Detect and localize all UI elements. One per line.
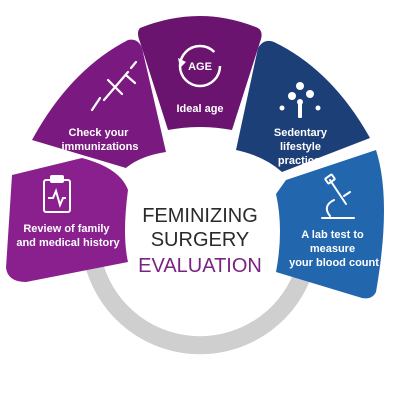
segment-lab-line-3: your blood count xyxy=(289,257,379,269)
segment-lab-line-2: measure xyxy=(310,243,355,255)
center-line-1: FEMINIZING xyxy=(142,205,258,227)
segment-lab-shape xyxy=(276,150,384,299)
segment-history-line-2: and medical history xyxy=(16,237,120,249)
segment-age-label: Ideal age xyxy=(176,103,223,115)
center-line-3: EVALUATION xyxy=(138,255,262,277)
segment-history-label: Review of family and medical history xyxy=(16,223,120,249)
center-line-2: SURGERY xyxy=(151,229,250,251)
segment-lifestyle-line-1: Sedentary xyxy=(274,127,328,139)
segment-age-shape xyxy=(138,16,262,130)
center-title: FEMINIZING SURGERY EVALUATION xyxy=(138,205,262,277)
syringe-icon xyxy=(90,60,138,112)
segment-history-shape xyxy=(6,158,128,282)
segment-lifestyle: Sedentary lifestyle practices xyxy=(236,40,370,172)
age-badge-text: AGE xyxy=(188,61,212,73)
segment-lifestyle-shape xyxy=(236,40,370,172)
segment-lifestyle-label: Sedentary lifestyle practices xyxy=(274,127,330,167)
segment-lab-line-1: A lab test to xyxy=(301,229,364,241)
segment-history: Review of family and medical history xyxy=(6,158,128,282)
refresh-icon: AGE xyxy=(178,44,222,88)
segment-immunizations-line-1: Check your xyxy=(69,127,130,139)
segment-lab: A lab test to measure your blood count xyxy=(276,150,384,299)
microscope-icon xyxy=(321,173,355,219)
segment-lifestyle-line-3: practices xyxy=(278,155,326,167)
segment-immunizations-line-2: immunizations xyxy=(61,141,138,153)
tree-people-icon xyxy=(279,82,321,118)
segment-lifestyle-line-2: lifestyle xyxy=(280,141,321,153)
gray-bottom-arc xyxy=(86,259,314,355)
segment-history-line-1: Review of family xyxy=(23,223,110,235)
segment-immunizations: Check your immunizations xyxy=(32,39,166,168)
clipboard-icon xyxy=(43,175,71,213)
segment-age: AGE Ideal age xyxy=(138,16,262,130)
segment-lab-label: A lab test to measure your blood count xyxy=(289,229,379,269)
segment-immunizations-shape xyxy=(32,39,166,168)
segment-immunizations-label: Check your immunizations xyxy=(61,127,138,153)
segment-age-line-1: Ideal age xyxy=(176,103,223,115)
